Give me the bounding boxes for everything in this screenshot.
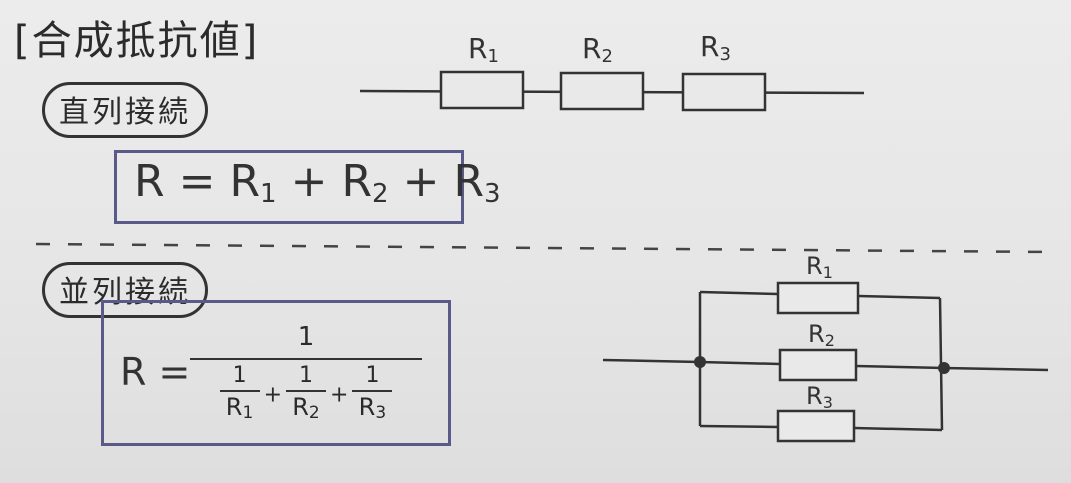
parallel-input-wire xyxy=(602,358,701,364)
parallel-formula-box xyxy=(101,300,451,446)
series-formula-box xyxy=(114,150,464,224)
parallel-resistor-r1 xyxy=(776,281,860,315)
parallel-formula-lhs: R = xyxy=(120,350,191,394)
series-resistor-r2 xyxy=(559,71,645,111)
parallel-resistor-r2 xyxy=(778,348,858,382)
parallel-connection-label: 並列接続 xyxy=(42,262,208,318)
parallel-label-r3: R3 xyxy=(806,382,833,412)
parallel-output-wire xyxy=(943,366,1049,372)
parallel-resistor-r3 xyxy=(776,409,856,443)
formula-term-r1: R1 xyxy=(229,156,277,209)
fraction-numerator: 1 xyxy=(297,322,315,352)
parallel-label-r2: R2 xyxy=(808,320,835,350)
formula-lhs: R xyxy=(134,156,165,207)
series-connection-label: 直列接続 xyxy=(42,82,208,138)
formula-plus: + xyxy=(402,156,440,207)
series-label-r3: R3 xyxy=(700,30,731,65)
fraction-bar xyxy=(190,358,422,360)
page-title: [合成抵抗値] xyxy=(14,18,260,64)
junction-left xyxy=(694,356,706,368)
series-resistor-r1 xyxy=(439,70,525,110)
series-formula: R = R1 + R2 + R3 xyxy=(134,156,501,209)
series-label-r2: R2 xyxy=(582,32,613,67)
series-label-r1: R1 xyxy=(468,32,499,67)
section-divider xyxy=(35,242,1051,254)
formula-equals: = xyxy=(178,156,216,207)
junction-right xyxy=(938,362,950,374)
formula-term-r2: R2 xyxy=(341,156,389,209)
parallel-label-r1: R1 xyxy=(806,252,833,282)
formula-term-r3: R3 xyxy=(453,156,501,209)
series-resistor-r3 xyxy=(681,72,767,112)
formula-plus: + xyxy=(290,156,328,207)
